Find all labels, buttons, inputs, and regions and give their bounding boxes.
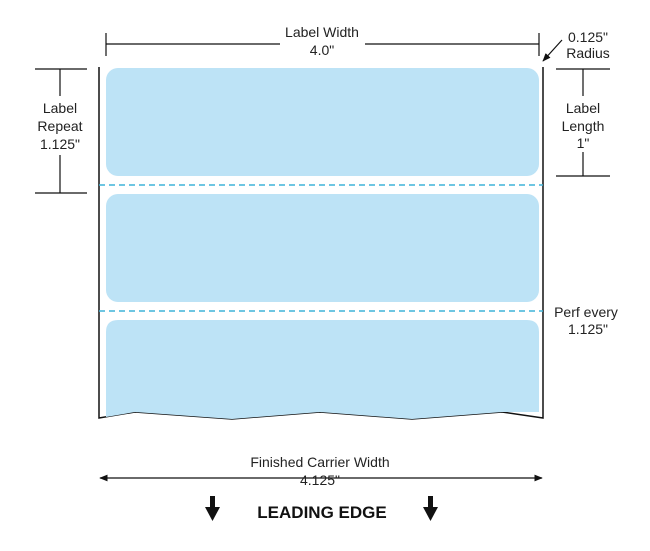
- label-length-line1: Label: [566, 100, 600, 116]
- carrier-width-title: Finished Carrier Width: [250, 454, 389, 470]
- label-1: [106, 68, 539, 176]
- perf-callout: Perf every 1.125": [554, 304, 618, 337]
- label-length-line2: Length: [562, 118, 605, 134]
- label-repeat-line2: Repeat: [37, 118, 82, 134]
- label-length-dimension: Label Length 1": [556, 68, 610, 177]
- radius-callout: 0.125" Radius: [542, 29, 610, 62]
- label-3: [106, 320, 539, 419]
- label-2: [106, 194, 539, 302]
- down-arrow-icon: [423, 496, 438, 521]
- radius-title: Radius: [566, 45, 610, 61]
- label-repeat-dimension: Label Repeat 1.125": [35, 68, 87, 194]
- leading-edge: LEADING EDGE: [205, 496, 438, 522]
- carrier-width-value: 4.125": [300, 472, 340, 488]
- label-width-title: Label Width: [285, 24, 359, 40]
- perf-value: 1.125": [568, 321, 608, 337]
- label-width-dimension: Label Width 4.0": [105, 24, 540, 58]
- down-arrow-icon: [205, 496, 220, 521]
- label-repeat-value: 1.125": [40, 136, 80, 152]
- radius-value: 0.125": [568, 29, 608, 45]
- leading-edge-label: LEADING EDGE: [257, 503, 386, 522]
- label-length-value: 1": [577, 135, 590, 151]
- label-width-value: 4.0": [310, 42, 334, 58]
- carrier-width-dimension: Finished Carrier Width 4.125": [99, 454, 543, 488]
- label-repeat-line1: Label: [43, 100, 77, 116]
- perf-title: Perf every: [554, 304, 618, 320]
